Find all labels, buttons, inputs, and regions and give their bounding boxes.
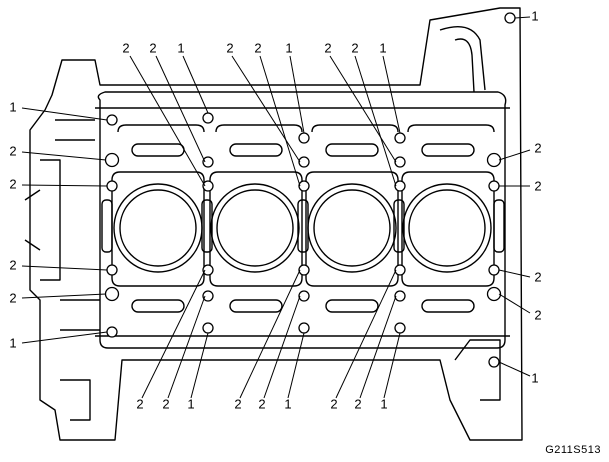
- figure-id: G211S513: [545, 444, 601, 456]
- callout-label: 2: [226, 40, 234, 56]
- callout-label: 2: [9, 143, 17, 159]
- callout-label: 1: [9, 99, 17, 115]
- cylinder-bore-3: [307, 183, 397, 273]
- callout-label: 1: [177, 40, 185, 56]
- leader-lines: [21, 16, 531, 399]
- bolt-hole: [394, 180, 406, 192]
- bolt-hole: [298, 180, 310, 192]
- callout-label: 2: [330, 396, 338, 412]
- bolt-hole: [202, 322, 214, 334]
- cylinder-bore-2: [210, 183, 300, 273]
- deck-outline: [97, 91, 507, 349]
- bolt-hole: [488, 356, 500, 368]
- callout-label: 1: [379, 40, 387, 56]
- callout-label: 2: [149, 40, 157, 56]
- bolt-hole: [298, 132, 310, 144]
- bolt-hole: [202, 112, 214, 124]
- callout-label: 2: [354, 396, 362, 412]
- bolt-hole: [202, 180, 214, 192]
- callout-label: 2: [351, 40, 359, 56]
- callout-label: 2: [534, 178, 542, 194]
- callout-label: 2: [136, 396, 144, 412]
- bolt-hole: [394, 322, 406, 334]
- callout-label: 2: [324, 40, 332, 56]
- bolt-hole: [298, 264, 310, 276]
- bolt-hole: [298, 156, 310, 168]
- bolt-hole: [298, 290, 310, 302]
- bolt-hole: [486, 286, 502, 302]
- bolt-hole: [504, 12, 516, 24]
- head-bolt-holes: [104, 12, 516, 368]
- bolt-hole: [394, 290, 406, 302]
- block-outline: [29, 7, 523, 441]
- cylinder-bore-4: [402, 183, 492, 273]
- callout-label: 2: [234, 396, 242, 412]
- callout-label: 1: [284, 396, 292, 412]
- bolt-hole: [394, 132, 406, 144]
- callout-label: 2: [254, 40, 262, 56]
- callout-label: 2: [9, 176, 17, 192]
- callout-label: 1: [285, 40, 293, 56]
- callout-label: 2: [534, 140, 542, 156]
- bolt-hole: [106, 114, 118, 126]
- bolt-hole: [106, 326, 118, 338]
- callout-label: 1: [531, 370, 539, 386]
- callout-label: 2: [534, 269, 542, 285]
- callout-label: 2: [162, 396, 170, 412]
- bolt-hole: [104, 286, 120, 302]
- bolt-hole: [202, 156, 214, 168]
- cylinder-bore-1: [113, 183, 203, 273]
- callout-label: 1: [187, 396, 195, 412]
- bolt-hole: [488, 180, 500, 192]
- callout-label: 1: [9, 335, 17, 351]
- callout-label: 1: [380, 396, 388, 412]
- bolt-hole: [488, 264, 500, 276]
- bolt-hole: [394, 156, 406, 168]
- bolt-hole: [202, 264, 214, 276]
- bolt-hole: [486, 152, 502, 168]
- bolt-hole: [106, 180, 118, 192]
- callout-label: 2: [258, 396, 266, 412]
- bolt-hole: [298, 322, 310, 334]
- callout-label: 2: [122, 40, 130, 56]
- bolt-hole: [202, 290, 214, 302]
- bolt-hole: [394, 264, 406, 276]
- callout-label: 1: [531, 8, 539, 24]
- callout-label: 2: [534, 307, 542, 323]
- callout-label: 2: [9, 290, 17, 306]
- bolt-hole: [104, 152, 120, 168]
- bolt-hole: [106, 264, 118, 276]
- callout-label: 2: [9, 257, 17, 273]
